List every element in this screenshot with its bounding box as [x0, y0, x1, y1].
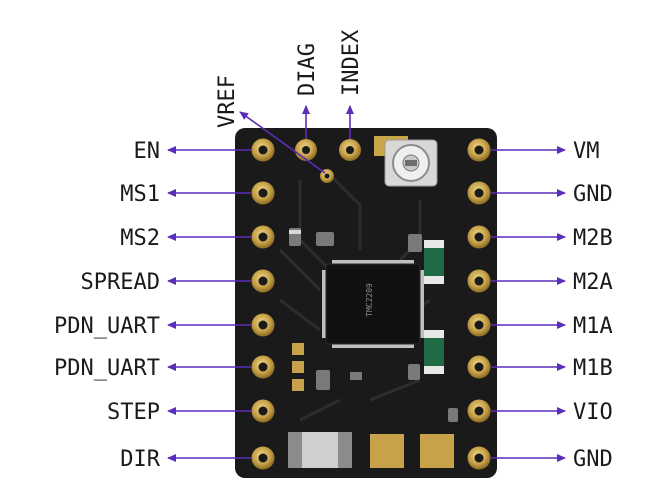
driver-board: TMC2209 — [235, 128, 497, 478]
sense-resistor-1 — [424, 240, 444, 284]
pin-label-ms2: MS2 — [120, 226, 160, 251]
top-labels: VREF DIAG INDEX — [215, 29, 364, 174]
vref-label: VREF — [215, 75, 240, 128]
right-pad-vio — [467, 399, 491, 423]
potentiometer — [374, 136, 438, 187]
pin-label-vio: VIO — [573, 400, 613, 425]
pin-label-gnd: GND — [573, 182, 613, 207]
right-pad-m2b — [467, 225, 491, 249]
left-pad-ms2 — [251, 225, 275, 249]
pin-label-vm: VM — [573, 139, 600, 164]
sense-resistor-2 — [424, 330, 444, 374]
left-pad-pdn-uart — [251, 313, 275, 337]
vref-arrow — [239, 111, 326, 174]
pin-label-spread: SPREAD — [81, 270, 160, 295]
pin-label-m1a: M1A — [573, 314, 613, 339]
pin-label-gnd: GND — [573, 447, 613, 472]
diag-label: DIAG — [295, 43, 320, 96]
pin-label-pdn-uart: PDN_UART — [54, 314, 160, 339]
right-pad-vm — [467, 138, 491, 162]
right-pad-m2a — [467, 269, 491, 293]
index-label: INDEX — [339, 29, 364, 96]
pin-label-m1b: M1B — [573, 356, 613, 381]
driver-ic: TMC2209 — [322, 260, 424, 348]
left-pad-spread — [251, 269, 275, 293]
pin-label-m2a: M2A — [573, 270, 613, 295]
pin-label-dir: DIR — [120, 447, 160, 472]
left-pad-ms1 — [251, 181, 275, 205]
pin-label-ms1: MS1 — [120, 182, 160, 207]
right-pad-gnd — [467, 446, 491, 470]
pin-label-pdn-uart: PDN_UART — [54, 356, 160, 381]
right-pad-gnd — [467, 181, 491, 205]
right-pad-m1b — [467, 355, 491, 379]
left-pad-pdn-uart — [251, 355, 275, 379]
right-pad-m1a — [467, 313, 491, 337]
capacitor — [288, 432, 352, 468]
pin-label-en: EN — [134, 139, 161, 164]
left-pad-step — [251, 399, 275, 423]
pin-label-step: STEP — [107, 400, 160, 425]
svg-text:TMC2209: TMC2209 — [365, 283, 374, 317]
left-pad-en — [251, 138, 275, 162]
left-pad-dir — [251, 446, 275, 470]
pin-label-m2b: M2B — [573, 226, 613, 251]
